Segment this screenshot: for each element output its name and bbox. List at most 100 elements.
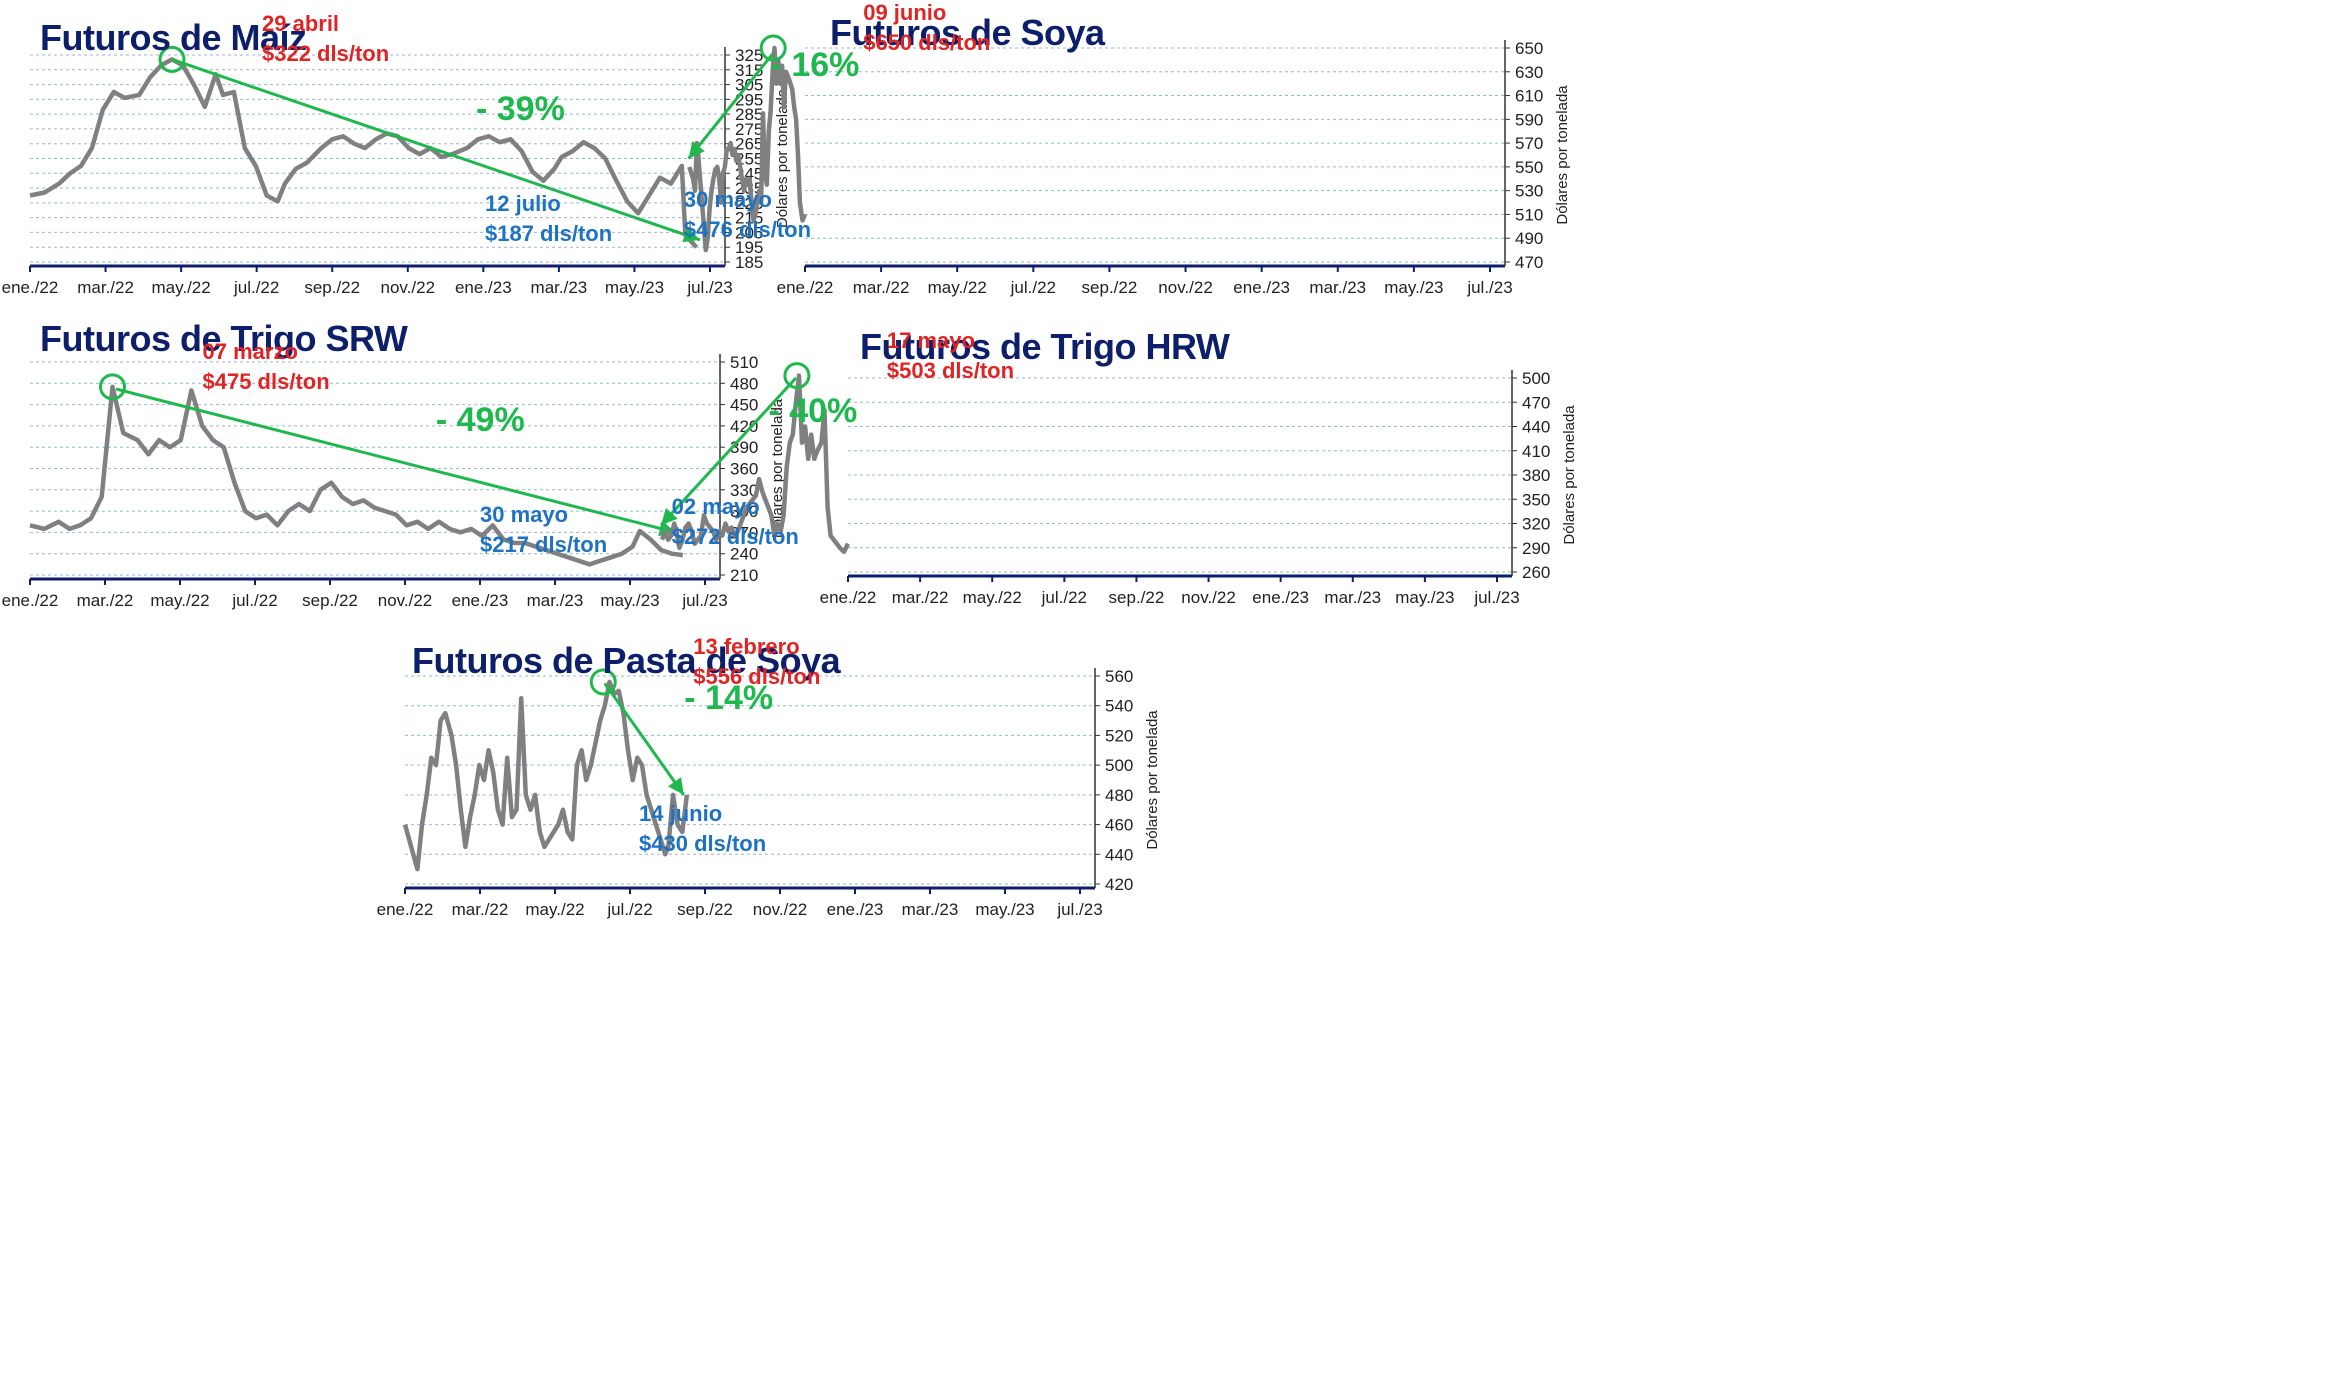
x-tick-label: nov./22: [381, 278, 436, 297]
y-tick-label: 570: [1515, 134, 1543, 153]
chart-title: Futuros de Trigo HRW: [860, 326, 1230, 367]
trend-arrow-head: [661, 507, 678, 526]
chart-title: Futuros de Maíz: [40, 17, 307, 58]
peak-marker: [99, 373, 126, 401]
low-annotation-date: 30 mayo: [480, 502, 569, 528]
peak-annotation: 17 mayo$503 dls/ton: [887, 326, 1014, 386]
trend-arrow-line: [603, 682, 686, 796]
x-tick-label: jul./22: [606, 900, 652, 919]
x-tick-label: may./23: [975, 900, 1034, 919]
x-tick-label: ene./23: [827, 900, 884, 919]
x-tick-label: jul./22: [233, 278, 279, 297]
x-tick-label: ene./23: [452, 591, 509, 610]
x-tick-label: sep./22: [1082, 278, 1138, 297]
y-tick-label: 320: [1522, 515, 1550, 534]
y-tick-label: 210: [730, 566, 758, 585]
low-annotation-price: $430 dls/ton: [639, 831, 767, 857]
x-tick-label: sep./22: [677, 900, 733, 919]
peak-annotation-date: 13 febrero: [693, 633, 800, 659]
x-tick-label: ene./23: [1233, 278, 1290, 297]
y-tick-label: 610: [1515, 87, 1543, 106]
y-tick-label: 510: [730, 353, 758, 372]
y-tick-label: 470: [1515, 253, 1543, 272]
y-tick-label: 540: [1105, 697, 1133, 716]
x-tick-label: mar./23: [1309, 278, 1366, 297]
y-tick-label: 490: [1515, 229, 1543, 248]
x-tick-label: may./22: [963, 588, 1022, 607]
x-tick-label: jul./22: [1041, 588, 1087, 607]
y-tick-label: 440: [1522, 418, 1550, 437]
x-tick-label: mar./22: [452, 900, 509, 919]
x-tick-label: mar./23: [527, 591, 584, 610]
peak-annotation-date: 09 junio: [863, 0, 947, 25]
x-tick-label: may./23: [605, 278, 664, 297]
low-annotation-price: $187 dls/ton: [485, 221, 613, 247]
y-tick-label: 560: [1105, 667, 1133, 686]
peak-annotation-price: $475 dls/ton: [202, 368, 330, 394]
y-tick-label: 500: [1105, 756, 1133, 775]
y-tick-label: 510: [1515, 205, 1543, 224]
peak-marker: [759, 34, 787, 62]
y-tick-label: 520: [1105, 726, 1133, 745]
y-axis-label: Dólares por tonelada: [1561, 405, 1578, 545]
y-tick-label: 195: [735, 238, 763, 257]
x-tick-label: mar./22: [77, 591, 134, 610]
x-tick-label: ene./22: [377, 900, 434, 919]
peak-marker: [783, 362, 811, 390]
x-tick-label: mar./22: [892, 588, 949, 607]
low-annotation-price: $476 dls/ton: [683, 216, 812, 242]
y-tick-label: 240: [730, 545, 758, 564]
x-tick-label: ene./22: [2, 591, 59, 610]
trend-arrow-line: [659, 376, 797, 527]
y-tick-label: 205: [735, 223, 763, 242]
low-annotation-date: 02 mayo: [671, 494, 760, 520]
y-tick-label: 450: [730, 396, 758, 415]
peak-annotation-date: 29 abril: [262, 11, 340, 37]
x-tick-label: may./23: [1395, 588, 1454, 607]
y-tick-label: 420: [730, 417, 758, 436]
x-tick-label: may./22: [150, 591, 209, 610]
x-tick-label: jul./22: [231, 591, 277, 610]
chart-panel-maiz: 1851952052152252352452552652752852953053…: [2, 11, 825, 305]
y-tick-label: 590: [1515, 110, 1543, 129]
x-tick-label: may./23: [600, 591, 659, 610]
low-annotation-price: $217 dls/ton: [480, 532, 608, 558]
trend-arrow-head: [688, 141, 705, 159]
y-tick-label: 295: [735, 90, 763, 109]
trend-arrow-head: [668, 777, 684, 795]
x-tick-label: nov./22: [753, 900, 808, 919]
low-annotation: 30 mayo $217 dls/ton: [480, 500, 607, 560]
trend-arrow-line: [171, 58, 701, 242]
x-tick-label: ene./22: [2, 278, 59, 297]
y-axis-label: Dólares por tonelada: [1144, 710, 1161, 850]
price-series-line: [659, 373, 851, 555]
chart-title: Futuros de Trigo SRW: [40, 318, 408, 359]
y-tick-label: 285: [735, 105, 763, 124]
y-tick-label: 325: [735, 46, 763, 65]
y-axis-label: Dólares por tonelada: [774, 88, 791, 228]
y-tick-label: 275: [735, 120, 763, 139]
x-tick-label: jul./23: [681, 591, 727, 610]
peak-annotation-price: $650 dls/ton: [863, 30, 991, 55]
percent-change: - 14%: [684, 679, 774, 718]
y-tick-label: 255: [735, 150, 763, 169]
peak-marker: [158, 45, 186, 73]
chart-title: Futuros de Pasta de Soya: [412, 640, 841, 681]
low-annotation-date: 30 mayo: [683, 186, 772, 212]
peak-annotation: 09 junio $650 dls/ton: [863, 0, 990, 58]
price-series-line: [29, 57, 699, 249]
x-tick-label: mar./23: [1324, 588, 1381, 607]
y-tick-label: 650: [1515, 39, 1543, 58]
peak-annotation: 13 febrero$556 dls/ton: [693, 632, 820, 692]
x-tick-label: ene./22: [777, 278, 834, 297]
x-tick-label: jul./23: [1466, 278, 1512, 297]
y-tick-label: 380: [1522, 466, 1550, 485]
peak-annotation-date: 17 mayo: [886, 327, 975, 353]
x-tick-label: jul./23: [1056, 900, 1102, 919]
low-annotation-date: 12 julio: [485, 191, 561, 217]
